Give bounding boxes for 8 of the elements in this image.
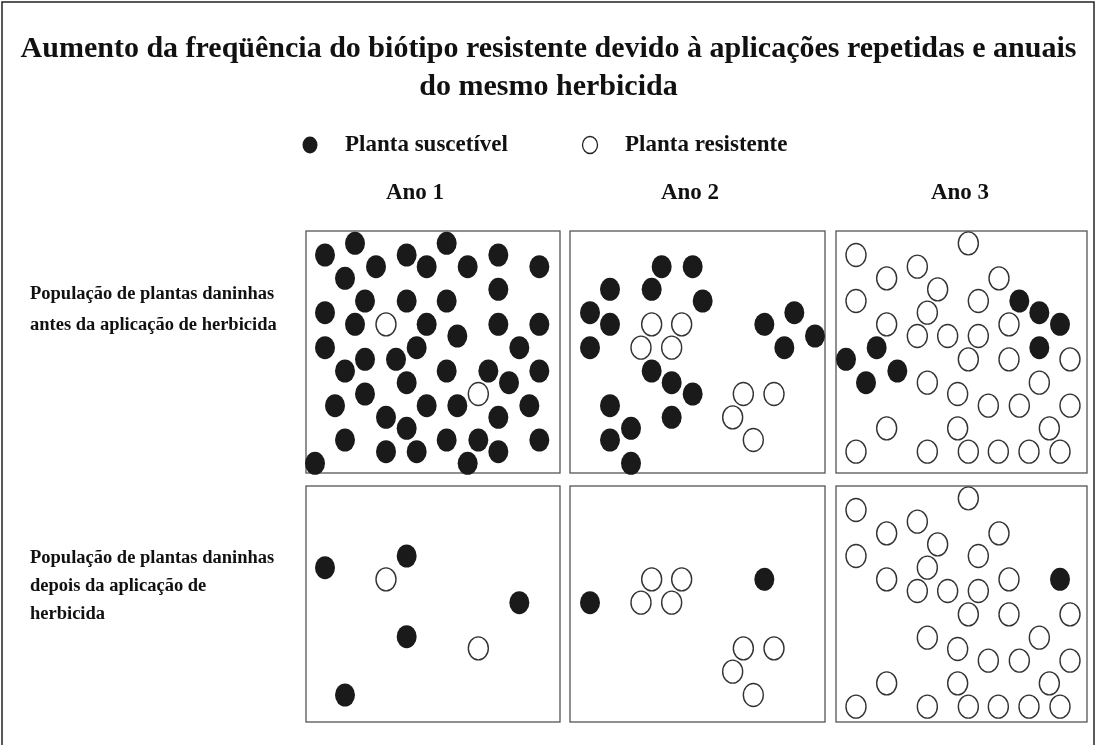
title: Aumento da freqüência do biótipo resistente devido à aplicações repetidas e anuais do mesmo herbicida bbox=[19, 29, 1078, 103]
row-heading: População de plantas daninhas antes da aplicação de herbicida bbox=[30, 282, 278, 336]
row-heading: População de plantas daninhas depois da aplicação de herbicida bbox=[30, 546, 276, 625]
legend-label: Planta suscetível bbox=[345, 130, 508, 158]
column-heading: Ano 2 bbox=[659, 178, 721, 206]
column-heading: Ano 1 bbox=[384, 178, 446, 206]
legend-label: Planta resistente bbox=[625, 130, 788, 158]
column-heading: Ano 3 bbox=[929, 178, 991, 206]
